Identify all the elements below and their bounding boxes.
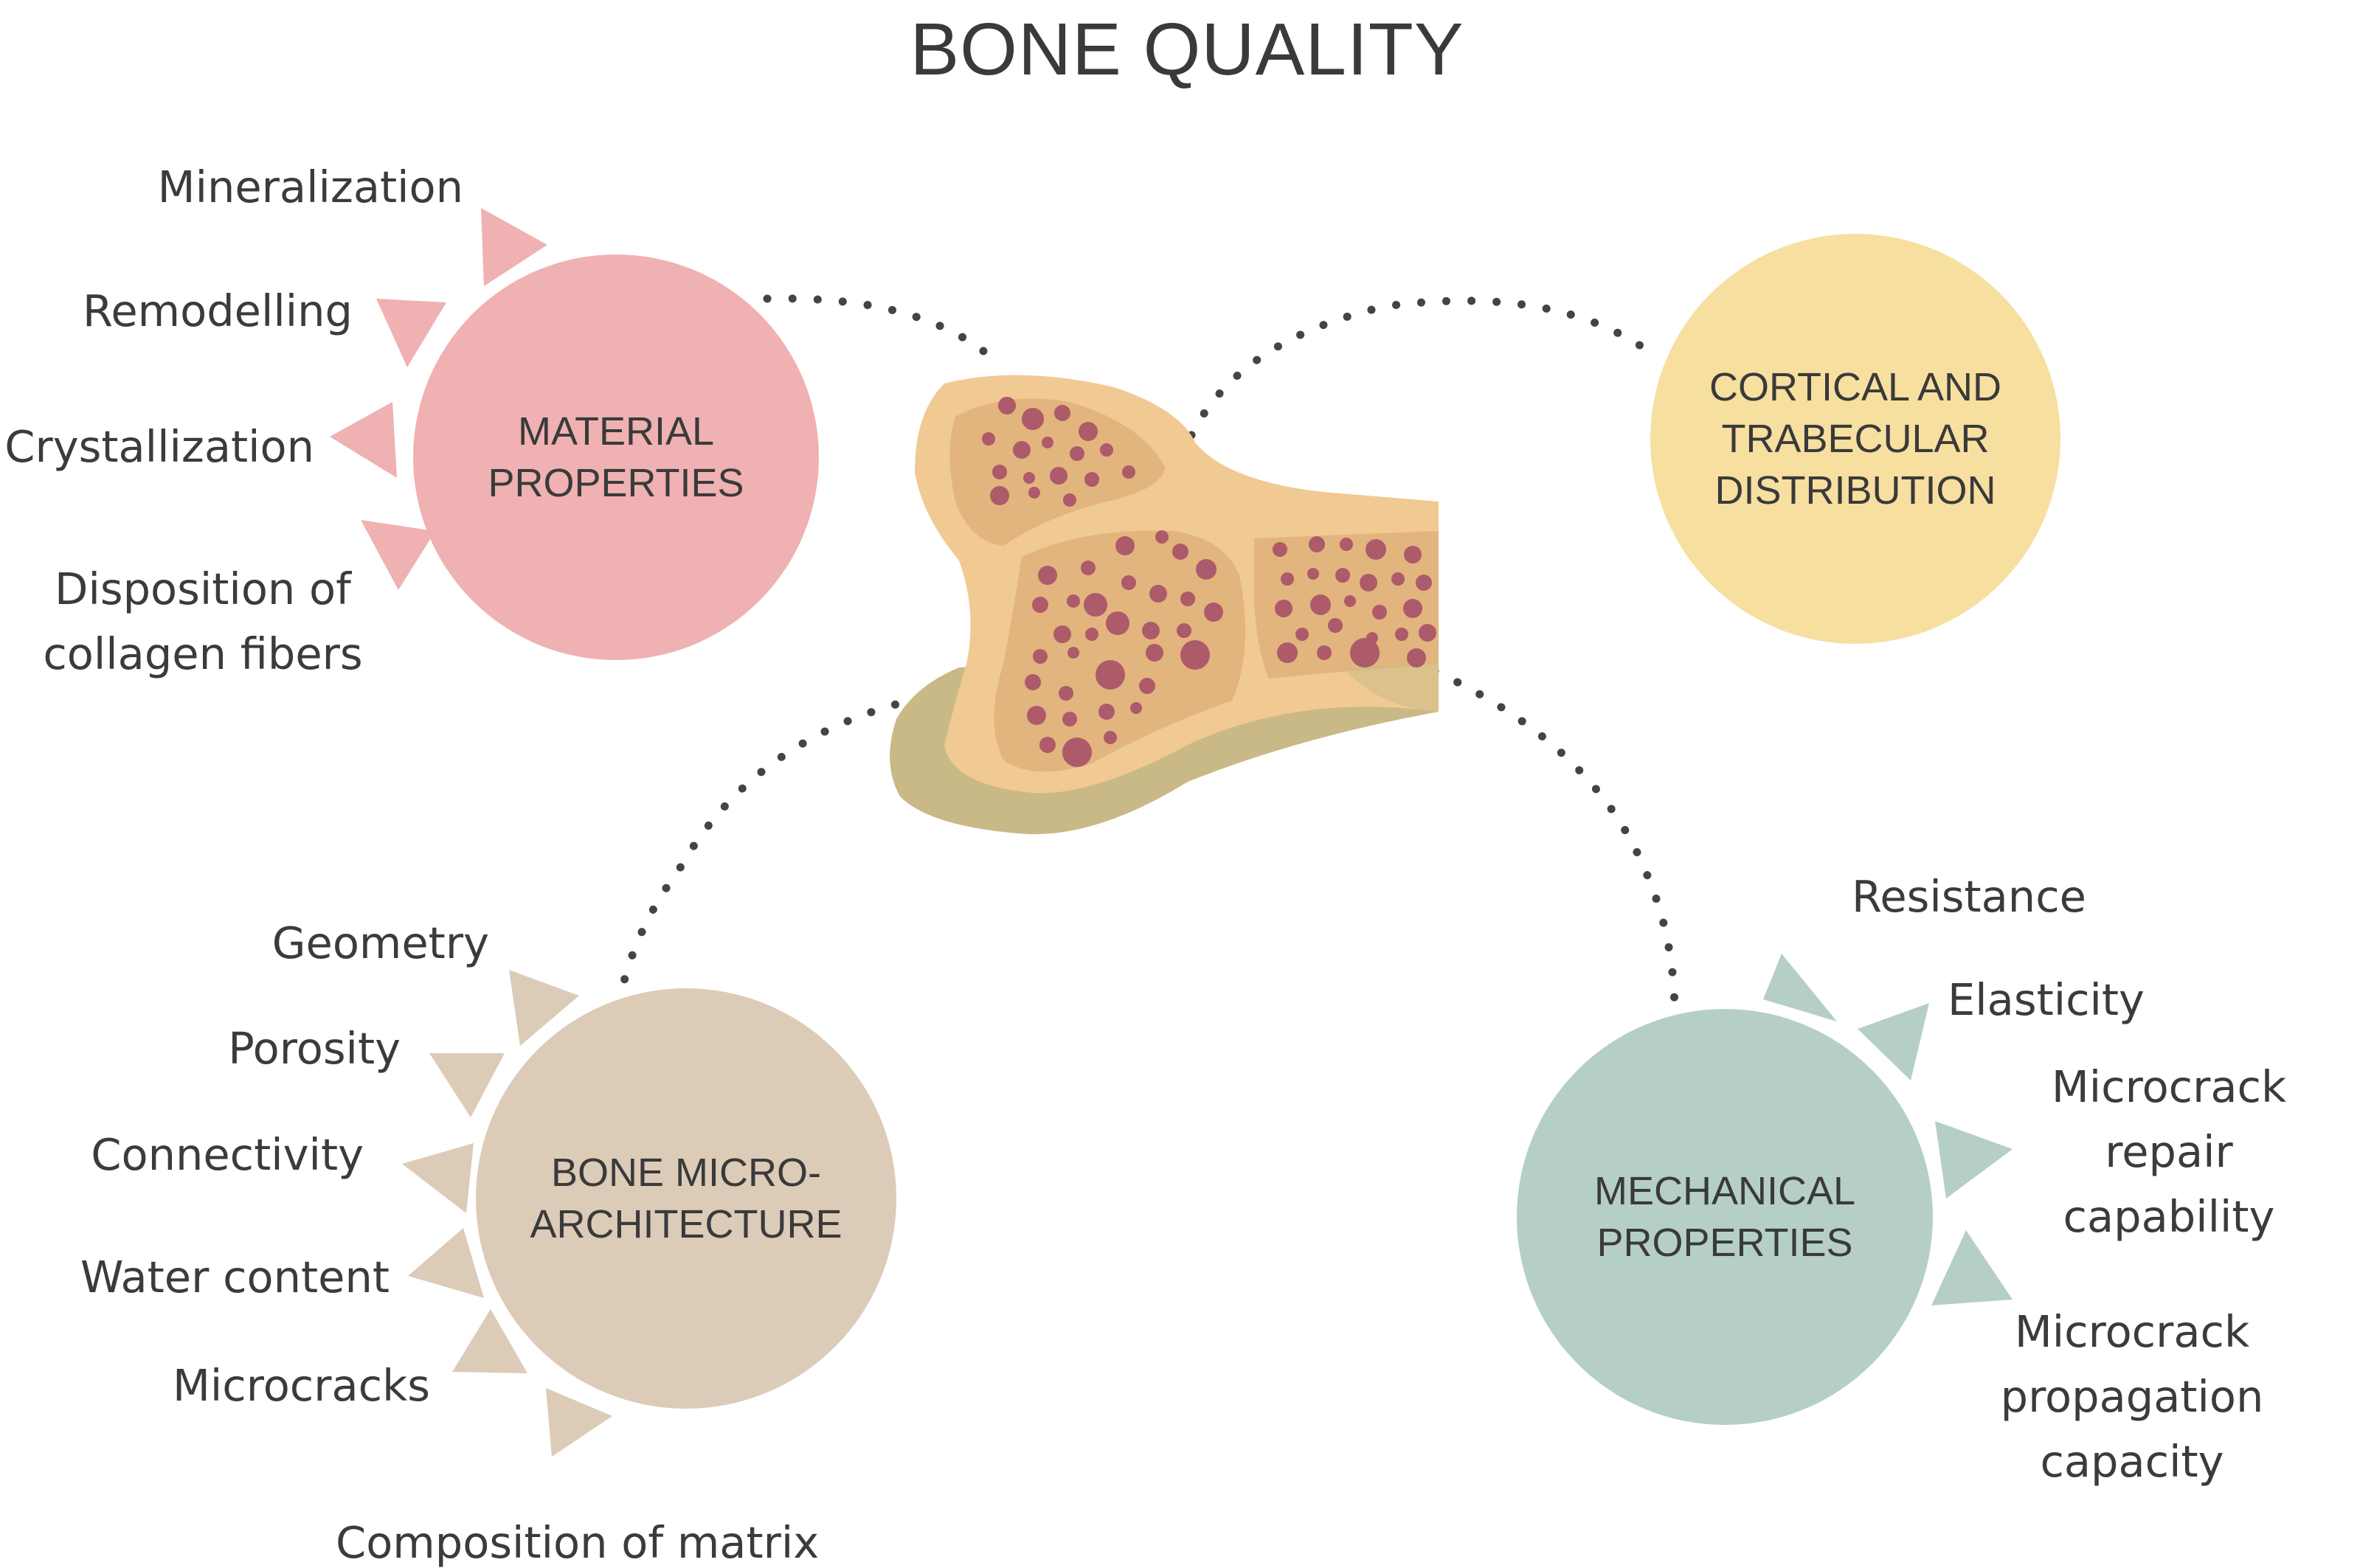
water-content-label: Water content <box>80 1252 390 1302</box>
microcracks-label: Microcracks <box>173 1360 430 1411</box>
connector-mechanical <box>1430 667 1679 1019</box>
bone-microarchitecture-circle <box>476 988 896 1409</box>
composition-of-matrix-label: Composition of matrix <box>336 1517 820 1568</box>
resistance-label: Resistance <box>1852 871 2086 922</box>
bone-inner-center <box>994 530 1245 772</box>
geometry-label: Geometry <box>271 917 489 968</box>
connectivity-label: Connectivity <box>91 1129 364 1180</box>
mechanical-properties-label: MECHANICAL PROPERTIES <box>1593 1169 1856 1265</box>
material-properties-label: MATERIAL PROPERTIES <box>488 409 744 505</box>
microcrack-propagation-label: Microcrack propagation capacity <box>2000 1306 2264 1487</box>
microcrack-repair-label: Microcrack repair capability <box>2051 1061 2287 1242</box>
connector-cortical <box>1187 296 1657 440</box>
material-rays <box>330 208 547 590</box>
bone-pores <box>982 397 1436 767</box>
crystallization-label: Crystallization <box>4 421 314 472</box>
bone-microarchitecture-label: BONE MICRO- ARCHITECTURE <box>530 1151 842 1246</box>
mechanical-rays <box>1763 954 2013 1305</box>
remodelling-label: Remodelling <box>83 285 353 336</box>
disposition-collagen-label: Disposition of collagen fibers <box>43 563 363 679</box>
cortical-trabecular-label: CORTICAL AND TRABECULAR DISTRIBUTION <box>1709 365 2002 513</box>
diagram-title: BONE QUALITY <box>910 8 1464 91</box>
cortical-trabecular-circle <box>1650 234 2060 644</box>
mechanical-properties-circle <box>1517 1009 1933 1425</box>
porosity-label: Porosity <box>228 1023 401 1074</box>
mineralization-label: Mineralization <box>157 162 463 212</box>
bone-shadow-overlay <box>1343 664 1439 712</box>
elasticity-label: Elasticity <box>1948 974 2145 1025</box>
bone-illustration <box>890 375 1439 835</box>
material-properties-circle <box>413 254 819 660</box>
micro-rays <box>402 970 612 1457</box>
